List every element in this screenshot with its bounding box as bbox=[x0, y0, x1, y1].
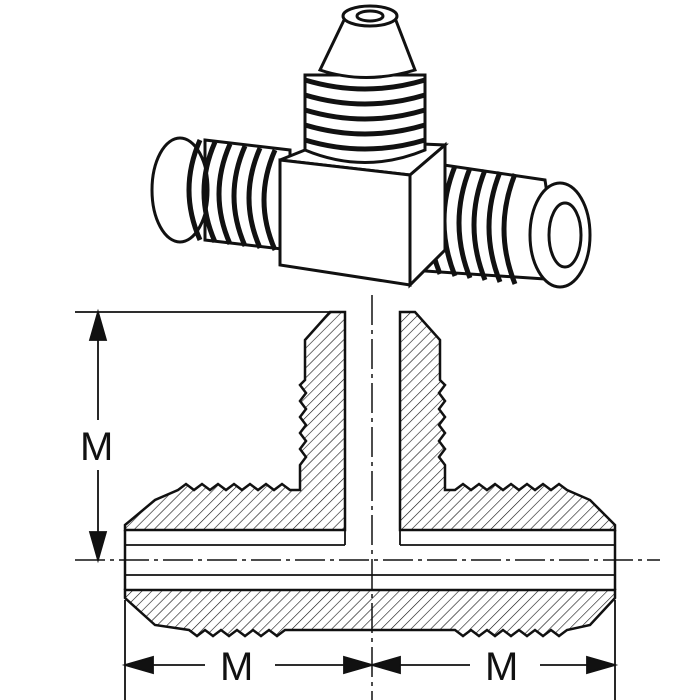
dimension-lines bbox=[75, 308, 619, 700]
center-lines bbox=[75, 295, 660, 700]
dimension-label-bottom-left: M bbox=[220, 645, 253, 689]
dimension-label-vertical: M bbox=[80, 425, 113, 469]
left-arm bbox=[150, 136, 292, 252]
isometric-tee-view bbox=[150, 4, 592, 289]
hatched-wall-lower bbox=[123, 588, 617, 638]
top-branch bbox=[303, 4, 427, 164]
dimension-label-bottom-right: M bbox=[485, 645, 518, 689]
hatched-wall-upper-right bbox=[398, 310, 617, 532]
hatched-wall-upper-left bbox=[123, 310, 347, 532]
section-view bbox=[123, 310, 617, 638]
